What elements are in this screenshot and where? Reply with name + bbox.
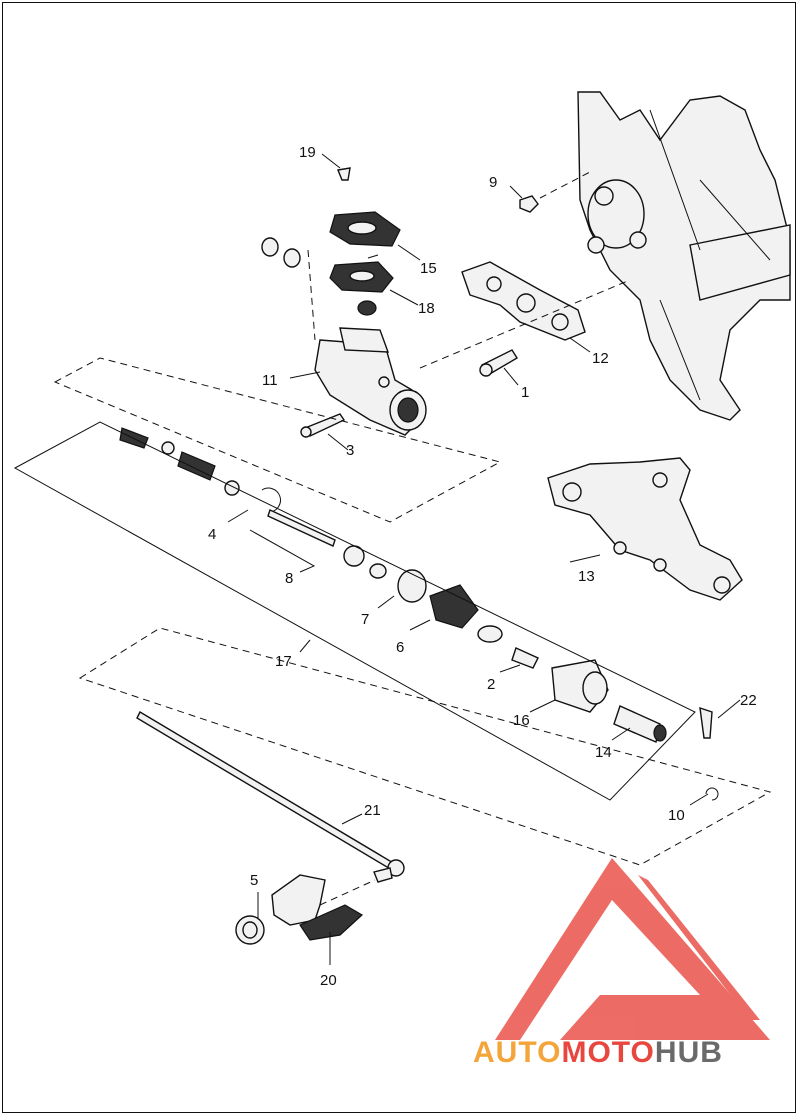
kit-boundary-17 xyxy=(13,421,696,801)
callout-10: 10 xyxy=(668,807,685,824)
watermark-logo xyxy=(495,858,770,1040)
callout-6: 6 xyxy=(396,639,404,656)
callout-20: 20 xyxy=(320,972,337,989)
bolt-1 xyxy=(479,349,518,377)
rear-bracket-12 xyxy=(461,261,586,341)
callout-16: 16 xyxy=(513,712,530,729)
screw-19 xyxy=(337,167,351,181)
callout-15: 15 xyxy=(420,260,437,277)
push-rod-21 xyxy=(136,711,405,883)
callout-21: 21 xyxy=(364,802,381,819)
heel-shield-13 xyxy=(547,457,743,601)
callout-13: 13 xyxy=(578,568,595,585)
bushing-5 xyxy=(235,915,265,945)
diaphragm-18 xyxy=(329,261,394,293)
brake-pedal-20 xyxy=(271,874,364,941)
reservoir-cover-15 xyxy=(329,211,401,247)
watermark-brand: AUTOMOTOHUB xyxy=(473,1036,723,1069)
callout-19: 19 xyxy=(299,144,316,161)
master-cylinder-11 xyxy=(314,327,427,436)
callout-17: 17 xyxy=(275,653,292,670)
float-part xyxy=(357,300,377,316)
watermark-triangle-icon xyxy=(495,858,770,1040)
callout-22: 22 xyxy=(740,692,757,709)
callout-4: 4 xyxy=(208,526,216,543)
o-rings xyxy=(261,237,301,268)
callout-2: 2 xyxy=(487,676,495,693)
callout-5: 5 xyxy=(250,872,258,889)
callout-18: 18 xyxy=(418,300,435,317)
leader-lines xyxy=(227,153,741,965)
callout-1: 1 xyxy=(521,384,529,401)
callout-7: 7 xyxy=(361,611,369,628)
kit-boundary-upper xyxy=(53,357,502,523)
watermark-brand-hub: HUB xyxy=(655,1036,723,1069)
watermark-brand-moto: MOTO xyxy=(561,1036,654,1069)
callout-8: 8 xyxy=(285,570,293,587)
frame-mount-bracket xyxy=(577,91,791,421)
bolt-3 xyxy=(300,413,346,438)
callout-14: 14 xyxy=(595,744,612,761)
watermark-brand-auto: AUTO xyxy=(473,1036,561,1069)
kit-boundary-lower xyxy=(78,627,772,866)
callout-12: 12 xyxy=(592,350,609,367)
callout-9: 9 xyxy=(489,174,497,191)
nut-9 xyxy=(519,195,539,213)
callout-11: 11 xyxy=(262,372,278,389)
callout-numbers: 19 9 15 18 12 11 1 3 4 13 8 7 6 17 2 22 … xyxy=(208,144,757,989)
callout-3: 3 xyxy=(346,442,354,459)
